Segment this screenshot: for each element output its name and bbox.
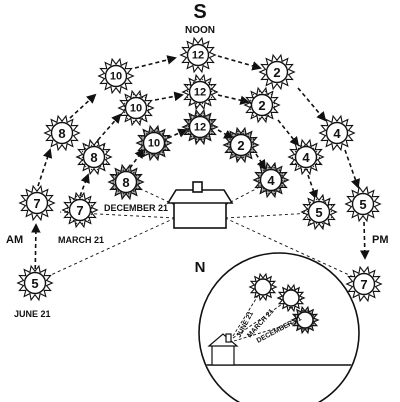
june-sun-10-3: 10 [97, 57, 135, 95]
december-sun-4-4-label: 4 [267, 173, 275, 188]
december-sun-10-1-label: 10 [148, 138, 160, 150]
march-sun-2-4-label: 2 [258, 98, 265, 113]
december-sun-4-4: 4 [252, 161, 290, 199]
june-sun-12-4: 12 [179, 36, 217, 74]
june-sun-2-5-label: 2 [273, 65, 280, 80]
march-sun-7-0: 7 [61, 191, 99, 229]
march-sun-5-6-label: 5 [315, 205, 322, 220]
december-sun-8-0-label: 8 [122, 175, 129, 190]
june-label: JUNE 21 [14, 309, 51, 319]
march-sun-12-3: 12 [181, 73, 219, 111]
am-label: AM [6, 234, 23, 246]
march-sun-10-2-label: 10 [130, 103, 142, 115]
march-sun-path [79, 91, 319, 200]
june-sun-5-0-label: 5 [31, 276, 38, 291]
june-sun-5-7: 5 [344, 185, 382, 223]
noon-label: NOON [185, 25, 215, 36]
june-sun-7-8-label: 7 [360, 277, 367, 292]
sun-markers: 5 7 8 10 12 2 4 5 7 7 8 10 12 2 4 5 8 10 12 2 4 [16, 36, 383, 303]
inset-diagram: JUNE 21 MARCH 21 DECEMBER 21 [198, 252, 360, 402]
june-sun-8-2: 8 [43, 114, 81, 152]
june-sun-5-7-label: 5 [359, 197, 366, 212]
december-sun-path [129, 128, 267, 170]
december-sun-2-3: 2 [222, 126, 260, 164]
inset-december-sun [290, 305, 320, 335]
compass-north: N [195, 259, 206, 276]
march-sun-8-1: 8 [75, 138, 113, 176]
compass-south: S [193, 1, 206, 23]
june-sun-5-0: 5 [16, 264, 54, 302]
june-sun-8-2-label: 8 [58, 126, 65, 141]
december-sun-12-2: 12 [181, 108, 219, 146]
inset-june-sun [248, 272, 278, 302]
march-sun-2-4: 2 [243, 86, 281, 124]
june-sun-10-3-label: 10 [110, 71, 122, 83]
pm-label: PM [372, 234, 389, 246]
march-sun-5-6: 5 [300, 193, 338, 231]
march-sun-7-0-label: 7 [76, 203, 83, 218]
december-sun-8-0: 8 [107, 163, 145, 201]
march-label: MARCH 21 [58, 235, 104, 245]
june-sun-2-5: 2 [258, 53, 296, 91]
june-sun-7-1-label: 7 [33, 196, 40, 211]
june-sun-4-6-label: 4 [333, 126, 341, 141]
december-sun-2-3-label: 2 [237, 138, 244, 153]
march-sun-8-1-label: 8 [90, 150, 97, 165]
june-sun-12-4-label: 12 [192, 50, 204, 62]
december-sun-10-1: 10 [135, 124, 173, 162]
march-sun-4-5-label: 4 [302, 150, 310, 165]
december-label: DECEMBER 21 [104, 203, 168, 213]
march-sun-12-3-label: 12 [194, 87, 206, 99]
march-sun-10-2: 10 [117, 89, 155, 127]
inset-march-sun [276, 283, 306, 313]
house [166, 181, 234, 229]
june-sun-4-6: 4 [318, 114, 356, 152]
march-sun-4-5: 4 [287, 138, 325, 176]
december-sun-12-2-label: 12 [194, 122, 206, 134]
june-sun-7-1: 7 [18, 184, 56, 222]
june-sun-7-8: 7 [345, 265, 383, 303]
